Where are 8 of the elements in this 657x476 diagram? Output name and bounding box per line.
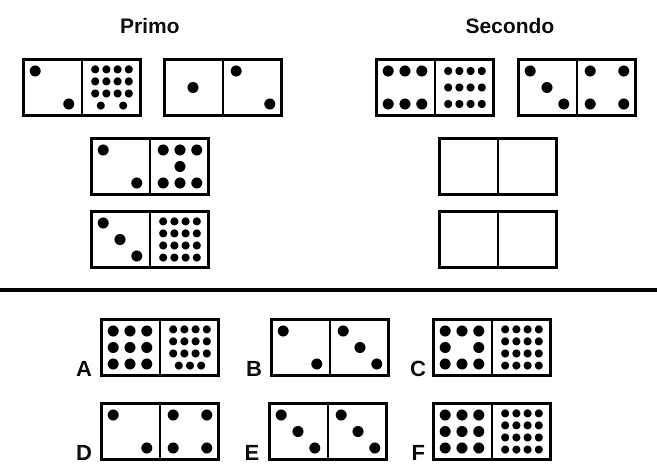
option-letter: D <box>76 442 92 464</box>
option-letter: E <box>244 442 260 464</box>
option-letter: F <box>412 442 425 464</box>
option-letter: B <box>246 358 262 380</box>
option-letter: A <box>76 358 92 380</box>
option-letter: C <box>410 358 426 380</box>
column-heading: Secondo <box>466 16 554 37</box>
column-heading: Primo <box>120 16 180 37</box>
